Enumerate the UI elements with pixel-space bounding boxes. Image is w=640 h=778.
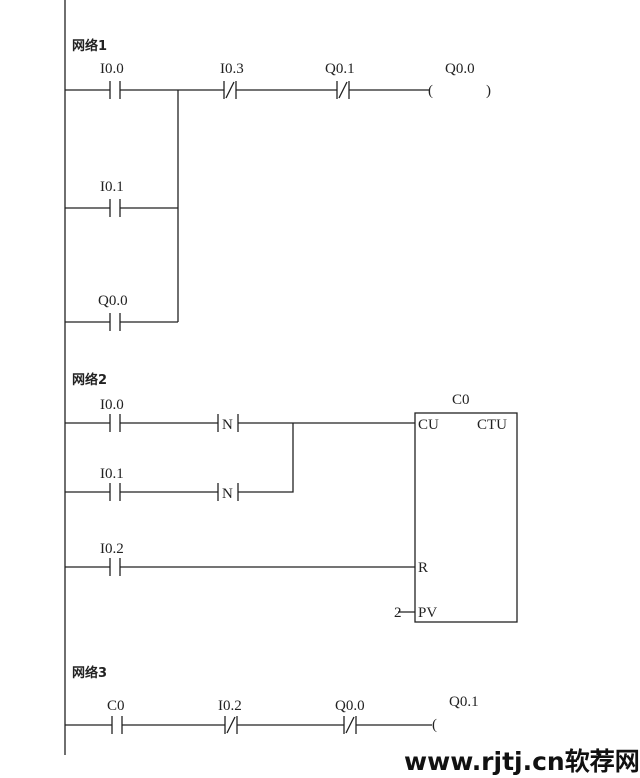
svg-text:PV: PV: [418, 605, 437, 621]
contact-label: I0.1: [100, 179, 124, 195]
counter-block: C0 CU CTU R PV 2: [394, 392, 518, 623]
svg-text:N: N: [222, 486, 233, 502]
contact-label: I0.0: [100, 397, 124, 413]
contact-nc: [336, 80, 350, 100]
network-1: 网络1 I0.0 I0.3 Q0.1 I0.1 Q0.0 ( ) Q0.0: [65, 38, 491, 332]
network-label: 网络3: [72, 665, 107, 681]
coil-label: Q0.1: [449, 694, 479, 710]
contact-label: I0.2: [100, 541, 124, 557]
contact-label: I0.1: [100, 466, 124, 482]
contact-no: [109, 198, 121, 218]
svg-text:CTU: CTU: [477, 417, 507, 433]
negative-edge: N: [217, 414, 239, 433]
contact-label: I0.0: [100, 61, 124, 77]
contact-label: Q0.1: [325, 61, 355, 77]
svg-text:R: R: [418, 560, 428, 576]
coil-open: (: [432, 717, 437, 733]
network-label: 网络2: [72, 372, 107, 388]
watermark: www.rjtj.cn软荐网: [404, 747, 640, 776]
contact-nc: [223, 80, 237, 100]
contact-no: [109, 312, 121, 332]
network-label: 网络1: [72, 38, 107, 54]
coil-label: Q0.0: [445, 61, 475, 77]
coil-close: ): [486, 83, 491, 99]
contact-label: Q0.0: [335, 698, 365, 714]
contact-label: I0.3: [220, 61, 244, 77]
contact-nc: [224, 715, 238, 735]
contact-label: C0: [107, 698, 125, 714]
svg-text:2: 2: [394, 605, 402, 621]
negative-edge: N: [217, 483, 239, 502]
contact-label: I0.2: [218, 698, 242, 714]
contact-no: [109, 557, 121, 577]
contact-no: [109, 80, 121, 100]
coil-open: (: [428, 83, 433, 99]
contact-no: [111, 715, 123, 735]
svg-text:C0: C0: [452, 392, 470, 408]
contact-label: Q0.0: [98, 293, 128, 309]
contact-no: [109, 482, 121, 502]
network-2: 网络2 N N I0.0 I0.1 I0.2 C0 CU CTU R PV 2: [65, 372, 518, 623]
network-3: 网络3 C0 I0.2 Q0.0 ( Q0.1: [65, 665, 479, 735]
contact-no: [109, 413, 121, 433]
contact-nc: [343, 715, 357, 735]
svg-text:N: N: [222, 417, 233, 433]
svg-text:CU: CU: [418, 417, 439, 433]
